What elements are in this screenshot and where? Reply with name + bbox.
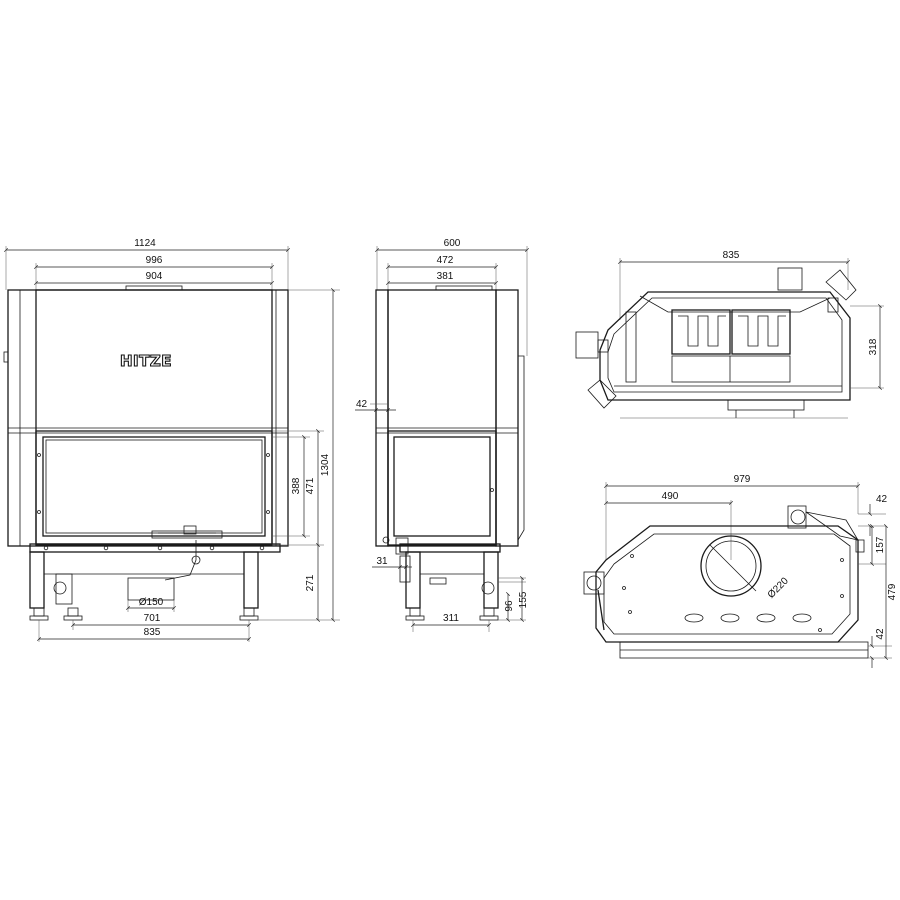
front-total-height-label: 1304 (320, 453, 331, 476)
side-base-frame (399, 551, 499, 621)
side-top-dimensions: 600 472 381 (375, 238, 529, 356)
front-width-inner-label: 904 (146, 271, 163, 282)
side-body (375, 285, 525, 555)
front-body: HITZE (3, 285, 289, 553)
side-depth-inner-label: 381 (437, 271, 454, 282)
top-right-bottom-label: 42 (875, 628, 886, 640)
top-length-label: 979 (734, 474, 751, 485)
top-right-top-label: 42 (876, 494, 888, 505)
top-view: 979 490 Ø220 (583, 474, 898, 668)
front-width-outer-label: 996 (146, 255, 163, 266)
side-depth-total-label: 600 (444, 238, 461, 249)
front-right-dimensions: 388 471 1304 271 (258, 288, 340, 622)
side-view: 600 472 381 (355, 238, 529, 632)
side-depth-outer-label: 472 (437, 255, 454, 266)
side-inlet-height-label: 96 (504, 600, 515, 612)
front-feet-outer-label: 835 (144, 627, 161, 638)
side-dimensions: 42 31 311 96 155 (355, 399, 529, 632)
front-top-dimensions: 1124 996 904 (4, 238, 290, 290)
side-door-offset-label: 31 (376, 556, 388, 567)
side-frame-offset-label: 42 (356, 399, 368, 410)
hitze-logo: HITZE (120, 352, 172, 370)
front-door-height-label: 471 (305, 477, 316, 494)
front-base-height-label: 271 (305, 574, 316, 591)
top-right-offset-label: 157 (875, 536, 886, 553)
top-flue-label: Ø220 (766, 575, 791, 600)
front-bottom-dimensions: Ø150 701 835 (37, 597, 251, 642)
front-glass-height-label: 388 (291, 477, 302, 494)
front-width-total-label: 1124 (134, 238, 156, 249)
side-base-level-label: 155 (518, 591, 529, 608)
top-collar-offset-label: 490 (662, 491, 679, 502)
front-air-inlet-label: Ø150 (139, 597, 164, 608)
front-feet-inner-label: 701 (144, 613, 161, 624)
front-view: 1124 996 904 (3, 238, 340, 642)
side-feet-span-label: 311 (443, 613, 459, 624)
top-depth-label: 479 (887, 583, 898, 600)
section-view: 835 318 (575, 250, 884, 419)
section-length-label: 835 (723, 250, 740, 261)
section-height-label: 318 (868, 338, 879, 355)
front-base-frame (29, 540, 259, 621)
